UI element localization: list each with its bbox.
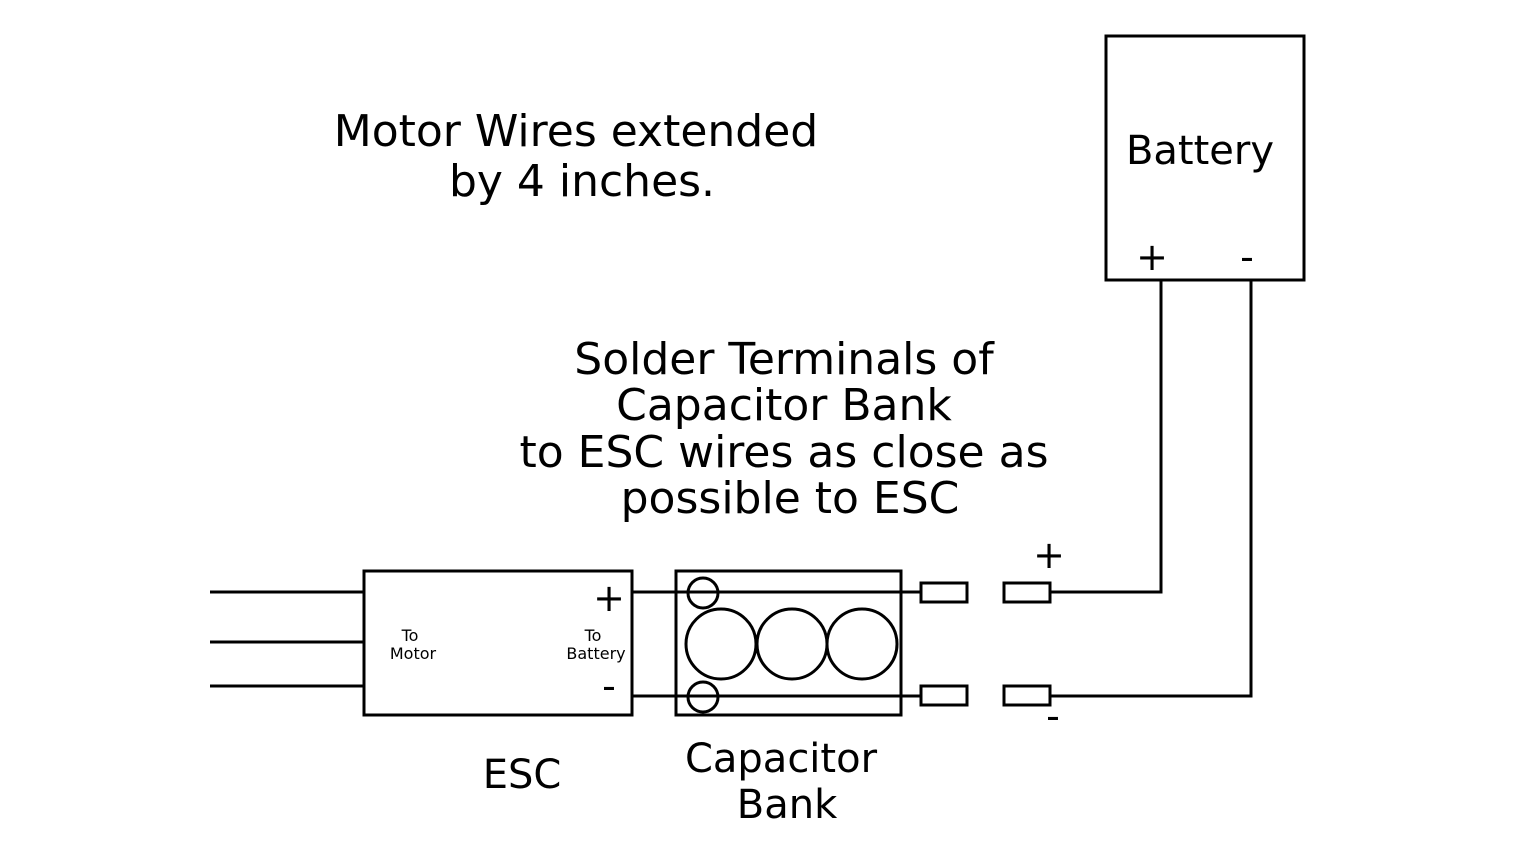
motor-wires-note-line-2: by 4 inches. bbox=[449, 156, 715, 207]
esc-box bbox=[362, 569, 634, 717]
esc-to-battery-line-1: To bbox=[584, 626, 602, 645]
connector-minus-sign: - bbox=[1046, 694, 1060, 738]
capacitor-bank-label-line-2: Bank bbox=[737, 782, 838, 828]
battery-minus-sign: - bbox=[1240, 235, 1254, 279]
battery: Battery + - bbox=[1104, 34, 1306, 282]
esc-to-motor-line-2: Motor bbox=[390, 644, 437, 663]
solder-note-line-3: to ESC wires as close as bbox=[520, 427, 1049, 478]
capacitor-bank: Capacitor Bank bbox=[674, 569, 903, 828]
battery-negative-wire bbox=[1050, 280, 1253, 698]
motor-wires-note-line-1: Motor Wires extended bbox=[334, 106, 818, 157]
battery-positive-wire bbox=[1050, 280, 1163, 594]
battery-box bbox=[1104, 34, 1306, 282]
battery-plus-sign: + bbox=[1136, 235, 1168, 279]
connector-plus-sign: + bbox=[1033, 533, 1065, 577]
solder-terminal-negative bbox=[686, 680, 720, 714]
esc-to-motor-line-1: To bbox=[401, 626, 419, 645]
esc-minus-sign: - bbox=[602, 664, 616, 708]
esc-label: ESC bbox=[483, 752, 562, 798]
capacitor-3 bbox=[825, 607, 899, 681]
connector-negative-female bbox=[1002, 684, 1052, 707]
solder-terminal-positive bbox=[686, 576, 720, 610]
connector-positive: + bbox=[919, 533, 1065, 604]
solder-note-line-4: possible to ESC bbox=[621, 473, 960, 524]
solder-note-line-2: Capacitor Bank bbox=[616, 380, 952, 431]
esc-to-battery-line-2: Battery bbox=[566, 644, 625, 663]
capacitor-1 bbox=[684, 607, 758, 681]
solder-note-line-1: Solder Terminals of bbox=[574, 334, 995, 385]
connector-positive-male bbox=[919, 581, 969, 604]
battery-label: Battery bbox=[1126, 128, 1274, 174]
connector-negative-male bbox=[919, 684, 969, 707]
capacitor-bank-box bbox=[674, 569, 903, 717]
esc-plus-sign: + bbox=[593, 576, 625, 620]
capacitor-2 bbox=[755, 607, 829, 681]
connector-negative: - bbox=[919, 684, 1060, 738]
connector-positive-female bbox=[1002, 581, 1052, 604]
esc: To Motor To Battery + - ESC bbox=[362, 569, 634, 798]
capacitor-bank-label-line-1: Capacitor bbox=[685, 736, 878, 782]
